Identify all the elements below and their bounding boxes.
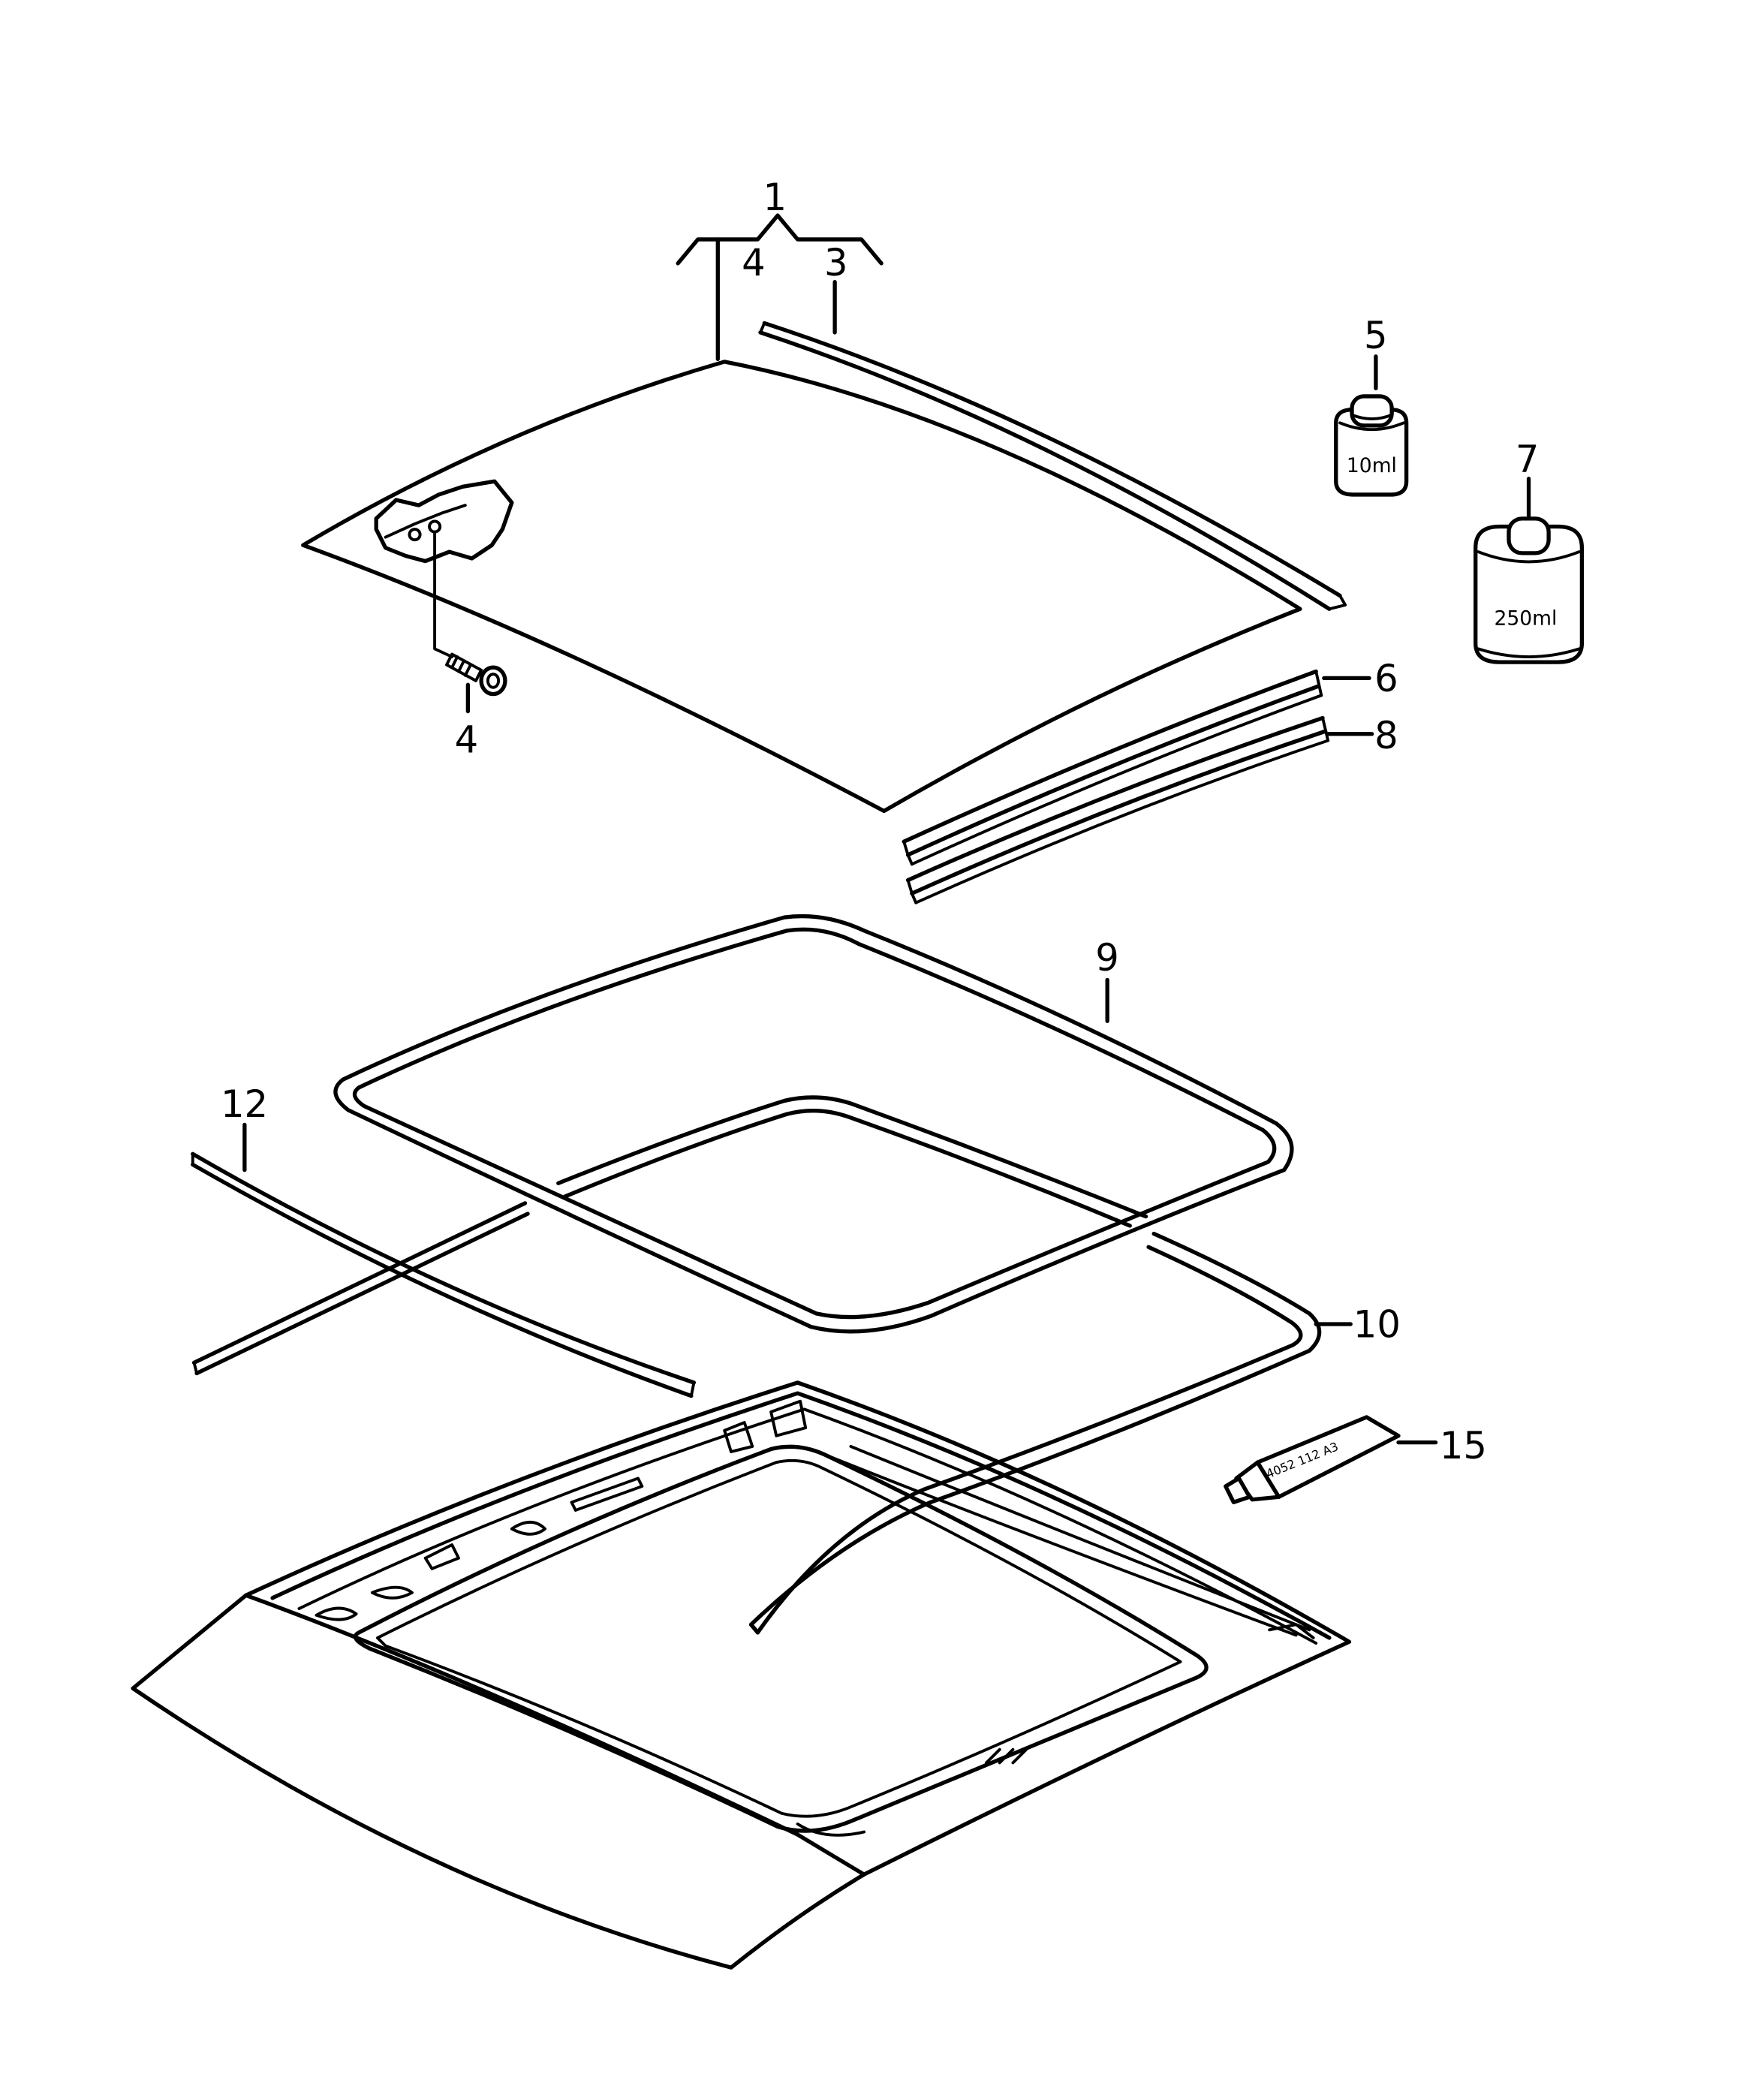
callout-9: 9 bbox=[1095, 936, 1119, 980]
seal-frame-9 bbox=[333, 914, 1294, 1334]
strip-6 bbox=[902, 669, 1371, 866]
bolt-4 bbox=[445, 652, 507, 714]
bottle-10ml-label: 10ml bbox=[1347, 454, 1397, 477]
strip-8 bbox=[905, 715, 1374, 905]
callout-3: 3 bbox=[824, 241, 848, 284]
callout-4-bolt: 4 bbox=[455, 718, 479, 762]
callout-4-bracket: 4 bbox=[742, 241, 766, 284]
glass-roof-panel bbox=[301, 360, 1302, 814]
seal-strip-3 bbox=[758, 279, 1347, 611]
bottle-250ml-label: 250ml bbox=[1495, 607, 1558, 631]
callout-15: 15 bbox=[1440, 1424, 1487, 1467]
callout-7: 7 bbox=[1516, 438, 1540, 481]
callout-5: 5 bbox=[1364, 314, 1388, 357]
callout-8: 8 bbox=[1374, 714, 1398, 757]
callout-1: 1 bbox=[763, 176, 787, 219]
bottle-250ml bbox=[1474, 477, 1585, 664]
strip-12 bbox=[191, 1122, 697, 1398]
callout-6: 6 bbox=[1374, 657, 1398, 700]
tube-15 bbox=[1224, 1415, 1438, 1504]
bracket-1 bbox=[676, 213, 884, 361]
roof-body bbox=[131, 1380, 1352, 1970]
seal-10 bbox=[556, 1095, 1353, 1635]
callout-12: 12 bbox=[221, 1082, 268, 1126]
callout-10: 10 bbox=[1353, 1303, 1401, 1347]
bottle-10ml bbox=[1334, 354, 1409, 497]
